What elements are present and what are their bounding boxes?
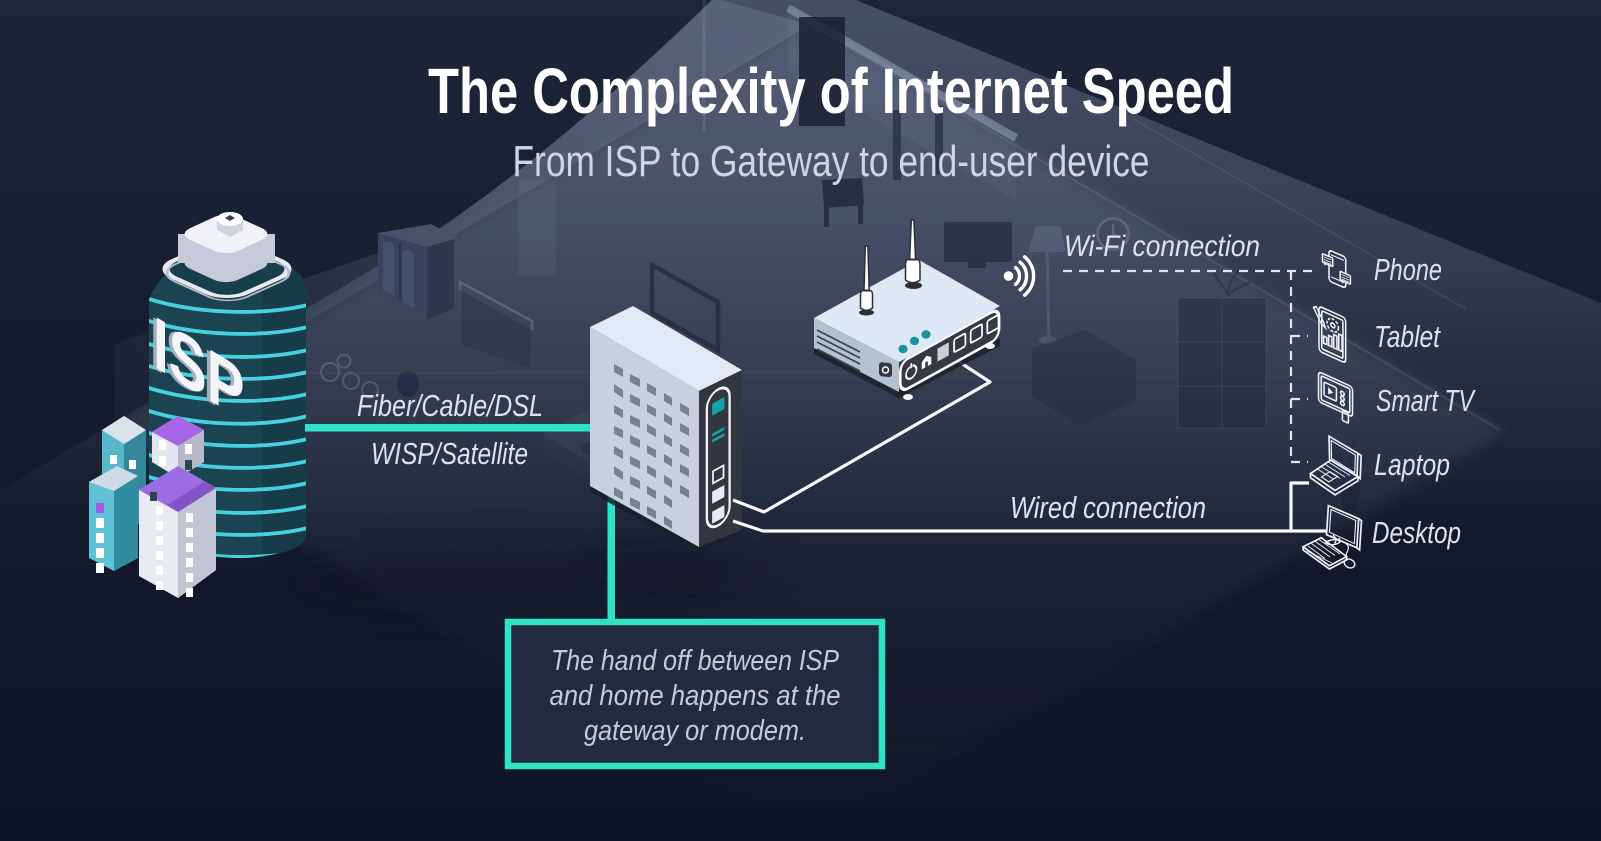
svg-text:Desktop: Desktop (1372, 515, 1461, 550)
svg-text:Tablet: Tablet (1374, 319, 1441, 354)
svg-text:WISP/Satellite: WISP/Satellite (371, 436, 528, 471)
svg-text:Wired connection: Wired connection (1010, 490, 1206, 525)
svg-text:The hand off between ISP: The hand off between ISP (551, 645, 840, 677)
svg-text:Fiber/Cable/DSL: Fiber/Cable/DSL (357, 388, 543, 423)
svg-text:From ISP to Gateway to end-use: From ISP to Gateway to end-user device (513, 137, 1150, 186)
svg-text:Wi-Fi connection: Wi-Fi connection (1064, 230, 1260, 263)
svg-text:and home happens at the: and home happens at the (550, 680, 841, 712)
svg-text:The Complexity of Internet Spe: The Complexity of Internet Speed (428, 55, 1234, 127)
svg-text:Phone: Phone (1374, 252, 1442, 287)
svg-text:Smart TV: Smart TV (1376, 383, 1476, 418)
svg-text:gateway or modem.: gateway or modem. (584, 715, 806, 747)
svg-text:Laptop: Laptop (1374, 447, 1450, 482)
